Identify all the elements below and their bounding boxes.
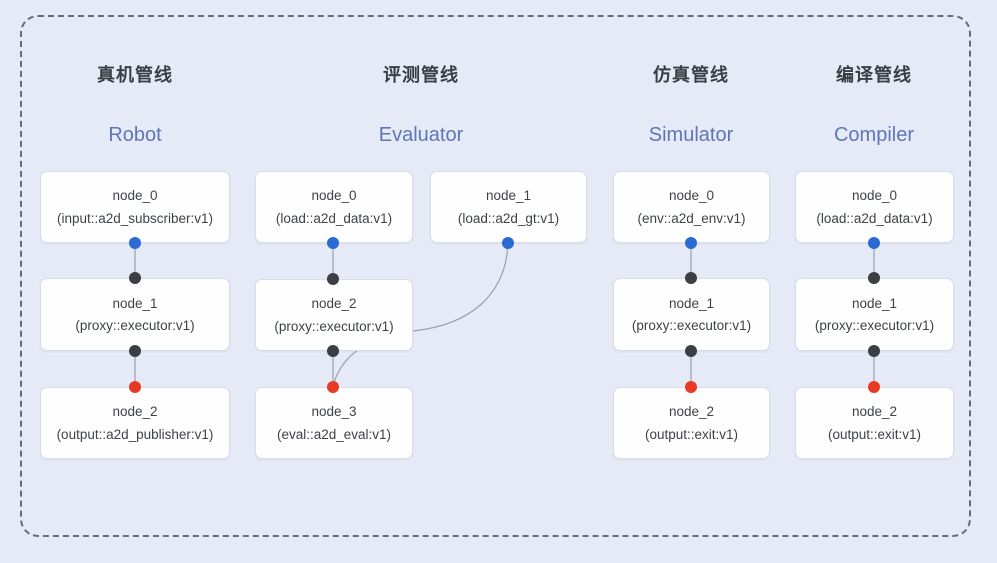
- card-simulator-node-0: node_0 (env::a2d_env:v1): [613, 171, 770, 243]
- sink-port-dot: [685, 381, 697, 393]
- node-type: (load::a2d_data:v1): [275, 210, 393, 226]
- source-port-dot: [685, 237, 697, 249]
- card-evaluator-node-2: node_2 (proxy::executor:v1): [255, 279, 413, 351]
- node-type: (proxy::executor:v1): [631, 318, 752, 333]
- card-robot-node-0: node_0 (input::a2d_subscriber:v1): [40, 171, 230, 243]
- node-type: (input::a2d_subscriber:v1): [56, 210, 214, 226]
- card-evaluator-node-3: node_3 (eval::a2d_eval:v1): [255, 387, 413, 459]
- pipeline-title-en-simulator: Simulator: [648, 124, 734, 146]
- card-robot-node-2: node_2 (output::a2d_publisher:v1): [40, 387, 230, 459]
- node-type: (proxy::executor:v1): [274, 318, 394, 334]
- node-type: (output::a2d_publisher:v1): [56, 426, 214, 442]
- node-type: (eval::a2d_eval:v1): [276, 426, 392, 442]
- through-port-dot: [327, 345, 339, 357]
- node-name: node_0: [668, 188, 715, 203]
- sink-port-dot: [868, 381, 880, 393]
- node-name: node_1: [112, 295, 158, 311]
- through-port-dot: [685, 272, 697, 284]
- source-port-dot: [129, 237, 141, 249]
- node-name: node_1: [668, 295, 715, 311]
- node-name: node_0: [112, 188, 158, 203]
- source-port-dot: [327, 237, 339, 249]
- card-evaluator-node-1: node_1 (load::a2d_gt:v1): [430, 171, 587, 243]
- pipeline-title-zh-robot: 真机管线: [97, 65, 173, 85]
- through-port-dot: [129, 272, 141, 284]
- card-robot-node-1: node_1 (proxy::executor:v1): [40, 278, 230, 351]
- node-type: (output::exit:v1): [827, 426, 922, 442]
- node-name: node_2: [112, 404, 158, 419]
- pipeline-title-zh-simulator: 仿真管线: [653, 65, 729, 85]
- card-compiler-node-0: node_0 (load::a2d_data:v1): [795, 171, 954, 243]
- node-name: node_1: [851, 295, 898, 311]
- pipeline-title-zh-evaluator: 评测管线: [383, 65, 459, 85]
- card-compiler-node-2: node_2 (output::exit:v1): [795, 387, 954, 459]
- card-evaluator-node-0: node_0 (load::a2d_data:v1): [255, 171, 413, 243]
- edge-eval-1-3-curve: [332, 242, 509, 388]
- sink-port-dot: [129, 381, 141, 393]
- through-port-dot: [129, 345, 141, 357]
- node-name: node_1: [485, 188, 532, 203]
- node-name: node_0: [311, 188, 357, 203]
- node-type: (load::a2d_data:v1): [816, 210, 933, 226]
- through-port-dot: [327, 273, 339, 285]
- pipeline-title-en-evaluator: Evaluator: [378, 124, 464, 146]
- node-type: (proxy::executor:v1): [814, 318, 935, 333]
- card-simulator-node-1: node_1 (proxy::executor:v1): [613, 278, 770, 351]
- node-name: node_2: [311, 296, 357, 311]
- card-compiler-node-1: node_1 (proxy::executor:v1): [795, 278, 954, 351]
- card-simulator-node-2: node_2 (output::exit:v1): [613, 387, 770, 459]
- through-port-dot: [868, 345, 880, 357]
- node-name: node_3: [311, 404, 357, 419]
- node-type: (env::a2d_env:v1): [637, 210, 746, 226]
- pipeline-title-en-compiler: Compiler: [833, 124, 915, 146]
- through-port-dot: [685, 345, 697, 357]
- source-port-dot: [502, 237, 514, 249]
- pipeline-title-en-robot: Robot: [108, 124, 162, 146]
- source-port-dot: [868, 237, 880, 249]
- node-type: (load::a2d_gt:v1): [457, 210, 560, 226]
- node-name: node_0: [851, 188, 898, 203]
- node-type: (output::exit:v1): [644, 426, 739, 442]
- dashed-border-frame: [20, 15, 971, 537]
- node-name: node_2: [851, 404, 898, 419]
- node-type: (proxy::executor:v1): [75, 318, 195, 333]
- pipeline-title-zh-compiler: 编译管线: [836, 65, 912, 85]
- through-port-dot: [868, 272, 880, 284]
- sink-port-dot: [327, 381, 339, 393]
- node-name: node_2: [668, 404, 715, 419]
